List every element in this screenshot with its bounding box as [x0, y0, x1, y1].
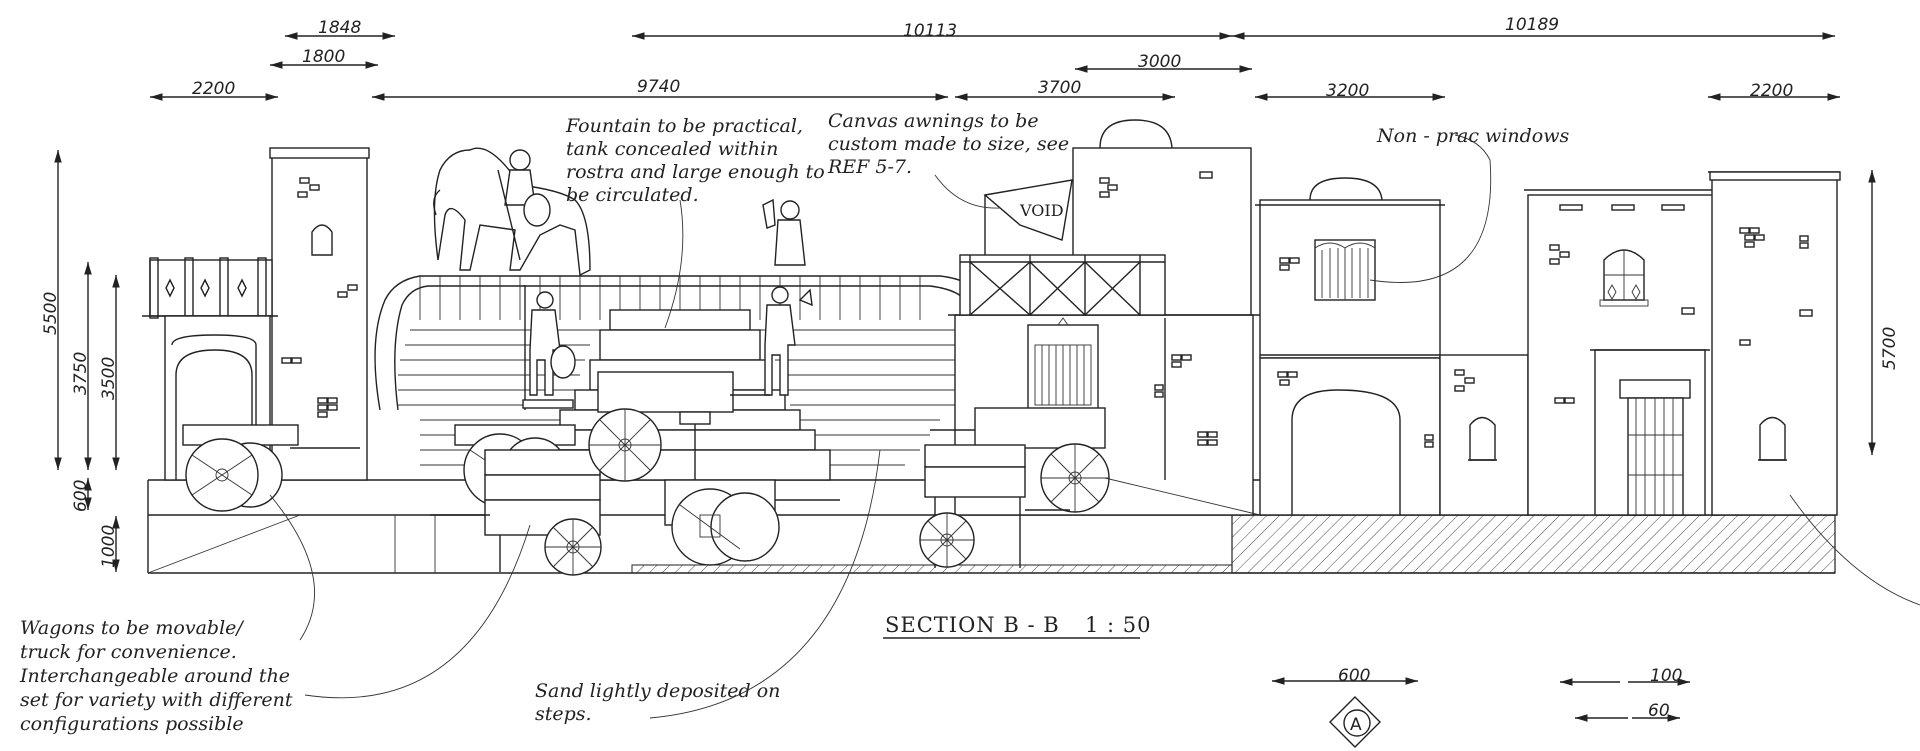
- building-mid-right: [1255, 177, 1445, 516]
- stage-platform: [147, 479, 1836, 574]
- note-fountain-line3: rostra and large enough to: [566, 161, 825, 183]
- scale-dim-600: 600: [1338, 666, 1370, 686]
- dim-3000: 3000: [1138, 52, 1181, 72]
- wagon-center-left: [430, 424, 602, 576]
- note-windows: Non - prac windows: [1376, 125, 1569, 147]
- dim-1800: 1800: [302, 47, 345, 67]
- horse-rider-statue: [433, 147, 591, 277]
- dim-1000: 1000: [99, 525, 119, 568]
- note-awnings-line1: Canvas awnings to be: [828, 110, 1039, 132]
- warrior-statue-right: [762, 198, 813, 396]
- leader-lines: [269, 134, 1920, 719]
- dim-3750: 3750: [71, 352, 91, 395]
- note-wagons-line2: truck for convenience.: [20, 641, 237, 663]
- note-fountain: Fountain to be practical, tank concealed…: [565, 115, 825, 206]
- building-small: [1424, 354, 1529, 516]
- note-wagons-line4: set for variety with different: [20, 689, 293, 711]
- note-awnings-line3: REF 5-7.: [827, 156, 912, 178]
- dim-2200-left: 2200: [192, 79, 235, 99]
- note-wagons-line1: Wagons to be movable/: [20, 617, 244, 639]
- note-wagons-line5: configurations possible: [20, 713, 244, 735]
- note-sand-line1: Sand lightly deposited on: [535, 680, 780, 702]
- building-right: [1524, 189, 1722, 516]
- note-wagons: Wagons to be movable/ truck for convenie…: [19, 617, 293, 735]
- note-fountain-line1: Fountain to be practical,: [565, 115, 803, 137]
- note-windows-line1: Non - prac windows: [1376, 125, 1569, 147]
- note-fountain-line4: be circulated.: [566, 184, 699, 206]
- dim-10113: 10113: [903, 21, 957, 41]
- note-sand-line2: steps.: [535, 703, 592, 725]
- wagon-center: [588, 371, 770, 482]
- dim-10189: 10189: [1505, 15, 1559, 35]
- dim-9740: 9740: [637, 77, 680, 97]
- void-label: VOID: [1019, 201, 1064, 220]
- side-dimensions: 5500 3750 3500 600 1000 5700: [41, 150, 1900, 572]
- dim-5700: 5700: [1880, 327, 1900, 370]
- note-awnings-line2: custom made to size, see: [828, 133, 1069, 155]
- note-fountain-line2: tank concealed within: [566, 138, 778, 160]
- dim-1848: 1848: [318, 18, 361, 38]
- note-wagons-line3: Interchangeable around the: [19, 665, 290, 687]
- dim-3700: 3700: [1038, 78, 1081, 98]
- tower-right: [1708, 171, 1841, 516]
- dim-600: 600: [71, 480, 91, 512]
- dim-2200-right: 2200: [1750, 81, 1793, 101]
- wagon-center-bottom: [664, 479, 840, 566]
- dim-3500: 3500: [99, 357, 119, 400]
- section-title-block: SECTION B - B 1 : 50: [883, 613, 1152, 639]
- section-title: SECTION B - B: [885, 613, 1060, 637]
- note-awnings: Canvas awnings to be custom made to size…: [827, 110, 1069, 178]
- section-marker-a: A: [1350, 715, 1362, 735]
- note-sand: Sand lightly deposited on steps.: [535, 680, 780, 725]
- hatched-base: [1231, 514, 1836, 574]
- dim-5500: 5500: [41, 292, 61, 335]
- scale-dim-100: 100: [1650, 666, 1682, 686]
- warrior-statue-left: [522, 285, 576, 410]
- wagon-left: [182, 424, 360, 512]
- section-scale: 1 : 50: [1085, 613, 1152, 637]
- top-dimensions: 1848 1800 2200 9740 10113 10189 3000 370…: [150, 15, 1840, 101]
- wagon-right: [919, 407, 1261, 568]
- scale-marker-block: 600 100 60 A: [1272, 666, 1690, 748]
- dim-3200: 3200: [1326, 81, 1369, 101]
- scale-dim-60: 60: [1648, 701, 1670, 721]
